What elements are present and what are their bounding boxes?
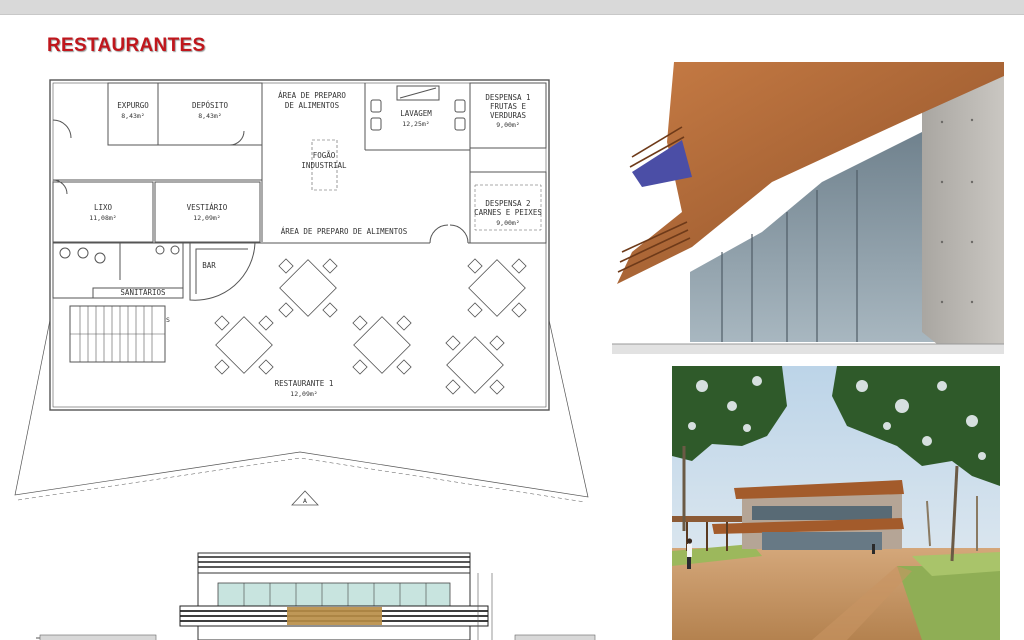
room-expurgo-area: 8,43m² [121, 112, 144, 120]
dining-table [214, 315, 274, 375]
room-despensa2-line1: DESPENSA 2 [485, 199, 530, 208]
section-marker-label: A [303, 497, 307, 505]
exterior-render-landscape [672, 366, 1000, 640]
dining-table [445, 335, 505, 395]
room-deposito-area: 8,43m² [198, 112, 221, 120]
room-despensa1-area: 9,00m² [496, 121, 519, 129]
room-lavagem-area: 12,25m² [402, 120, 429, 128]
room-preparo-bottom-name: ÁREA DE PREPARO DE ALIMENTOS [281, 227, 408, 236]
page-title: RESTAURANTES [47, 35, 206, 56]
floor-plan: EXPURGO 8,43m² DEPÓSITO 8,43m² ÁREA DE P… [14, 79, 596, 640]
room-fogao-line2: INDUSTRIAL [301, 161, 347, 170]
room-restaurante-area: 12,09m² [290, 390, 317, 398]
room-expurgo-name: EXPURGO [117, 101, 149, 110]
room-despensa2-line2: CARNES E PEIXES [474, 208, 542, 217]
room-deposito-name: DEPÓSITO [192, 101, 229, 110]
room-preparo-top-line2: DE ALIMENTOS [285, 101, 340, 110]
top-bar [0, 0, 1024, 15]
room-restaurante-name: RESTAURANTE 1 [275, 379, 334, 388]
dining-table [278, 258, 338, 318]
room-vestiario-name: VESTIÁRIO [187, 203, 228, 212]
room-sanitarios-name: SANITÁRIOS [120, 288, 166, 297]
dining-table [467, 258, 527, 318]
dining-table [352, 315, 412, 375]
room-preparo-top-line1: ÁREA DE PREPARO [278, 91, 346, 100]
room-despensa1-line2: FRUTAS E [490, 102, 527, 111]
exterior-render-closeup [612, 62, 1004, 354]
room-lavagem-name: LAVAGEM [400, 109, 432, 118]
room-despensa1-line1: DESPENSA 1 [485, 93, 530, 102]
room-despensa1-line3: VERDURAS [490, 111, 527, 120]
room-vestiario-area: 12,09m² [193, 214, 220, 222]
room-despensa2-area: 9,00m² [496, 219, 519, 227]
section-marker-icon [291, 490, 319, 506]
room-lixo-area: 11,08m² [89, 214, 116, 222]
stair-mark: S [166, 316, 170, 324]
elevation-drawing [36, 552, 596, 640]
room-fogao-line1: FOGÃO [313, 151, 336, 160]
room-lixo-name: LIXO [94, 203, 113, 212]
room-bar-name: BAR [202, 261, 216, 270]
